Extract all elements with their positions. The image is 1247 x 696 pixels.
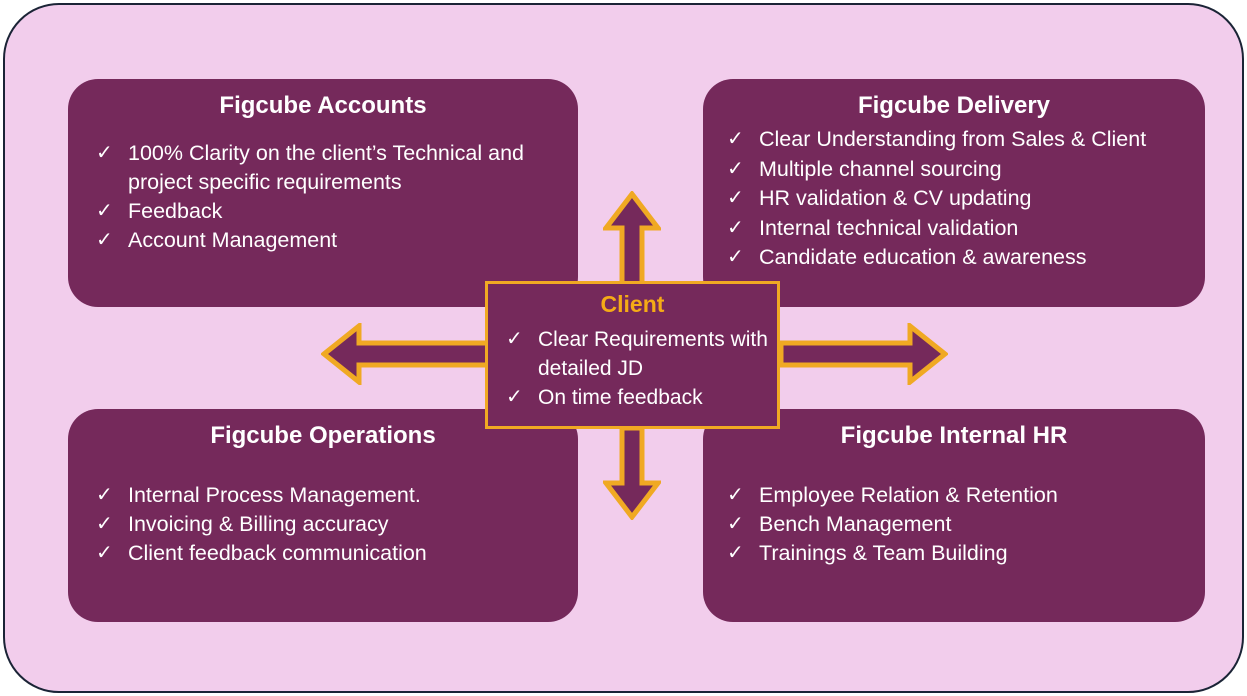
list-item-label: Internal Process Management.: [128, 483, 421, 508]
arrow-right-icon: [776, 323, 948, 385]
list-item-label: Feedback: [128, 199, 223, 224]
list-item-label: Trainings & Team Building: [759, 541, 1008, 566]
panel-list-delivery: ✓ Clear Understanding from Sales & Clien…: [703, 125, 1205, 273]
list-item: ✓ Candidate education & awareness: [717, 243, 1205, 273]
diagram-canvas: Figcube Accounts ✓ 100% Clarity on the c…: [3, 3, 1244, 693]
list-item: ✓ Account Management: [86, 226, 578, 255]
panel-title-internal-hr: Figcube Internal HR: [840, 422, 1068, 449]
list-item: ✓ Feedback: [86, 197, 578, 226]
list-item-label: Candidate education & awareness: [759, 245, 1087, 270]
check-icon: ✓: [727, 542, 744, 565]
check-icon: ✓: [96, 542, 113, 565]
panel-list-internal-hr: ✓ Employee Relation & Retention ✓ Bench …: [703, 481, 1205, 568]
check-icon: ✓: [96, 513, 113, 536]
panel-client[interactable]: Client ✓ Clear Requirements with detaile…: [485, 281, 780, 429]
check-icon: ✓: [727, 484, 744, 507]
list-item: ✓ Trainings & Team Building: [717, 539, 1205, 568]
list-item-label: Employee Relation & Retention: [759, 483, 1058, 508]
list-item: ✓ Internal Process Management.: [86, 481, 578, 510]
list-item: ✓ 100% Clarity on the client’s Technical…: [86, 139, 578, 197]
panel-figcube-internal-hr[interactable]: Figcube Internal HR ✓ Employee Relation …: [703, 409, 1205, 622]
check-icon: ✓: [727, 216, 744, 239]
list-item-label: Invoicing & Billing accuracy: [128, 512, 389, 537]
list-item-label: Multiple channel sourcing: [759, 156, 1002, 181]
list-item: ✓ Client feedback communication: [86, 539, 578, 568]
list-item-label: Clear Understanding from Sales & Client: [759, 127, 1147, 152]
list-item-label: Bench Management: [759, 512, 952, 537]
panel-title-accounts: Figcube Accounts: [219, 92, 427, 119]
arrow-left-icon: [321, 323, 491, 385]
list-item-label: 100% Clarity on the client’s Technical a…: [128, 141, 524, 195]
check-icon: ✓: [727, 157, 744, 180]
check-icon: ✓: [727, 128, 744, 151]
panel-title-client: Client: [600, 291, 665, 317]
panel-list-client: ✓ Clear Requirements with detailed JD ✓ …: [488, 325, 777, 412]
check-icon: ✓: [727, 513, 744, 536]
check-icon: ✓: [506, 386, 523, 409]
list-item-label: HR validation & CV updating: [759, 186, 1032, 211]
list-item: ✓ Employee Relation & Retention: [717, 481, 1205, 510]
list-item: ✓ HR validation & CV updating: [717, 184, 1205, 214]
list-item-label: On time feedback: [538, 386, 703, 410]
arrow-down-icon: [603, 425, 661, 520]
panel-figcube-delivery[interactable]: Figcube Delivery ✓ Clear Understanding f…: [703, 79, 1205, 307]
list-item: ✓ Clear Requirements with detailed JD: [496, 325, 777, 383]
list-item-label: Clear Requirements with detailed JD: [538, 328, 768, 381]
list-item: ✓ Multiple channel sourcing: [717, 155, 1205, 185]
panel-title-operations: Figcube Operations: [210, 422, 436, 449]
list-item: ✓ Clear Understanding from Sales & Clien…: [717, 125, 1205, 155]
list-item-label: Internal technical validation: [759, 215, 1019, 240]
list-item-label: Account Management: [128, 228, 338, 253]
list-item: ✓ Bench Management: [717, 510, 1205, 539]
panel-figcube-accounts[interactable]: Figcube Accounts ✓ 100% Clarity on the c…: [68, 79, 578, 307]
list-item: ✓ On time feedback: [496, 383, 777, 412]
check-icon: ✓: [506, 328, 523, 351]
panel-figcube-operations[interactable]: Figcube Operations ✓ Internal Process Ma…: [68, 409, 578, 622]
check-icon: ✓: [96, 142, 113, 165]
check-icon: ✓: [96, 200, 113, 223]
check-icon: ✓: [727, 187, 744, 210]
panel-list-accounts: ✓ 100% Clarity on the client’s Technical…: [68, 139, 578, 255]
panel-list-operations: ✓ Internal Process Management. ✓ Invoici…: [68, 481, 578, 568]
list-item: ✓ Internal technical validation: [717, 214, 1205, 244]
check-icon: ✓: [96, 484, 113, 507]
panel-title-delivery: Figcube Delivery: [857, 92, 1051, 119]
list-item: ✓ Invoicing & Billing accuracy: [86, 510, 578, 539]
check-icon: ✓: [727, 246, 744, 269]
list-item-label: Client feedback communication: [128, 541, 427, 566]
check-icon: ✓: [96, 229, 113, 252]
